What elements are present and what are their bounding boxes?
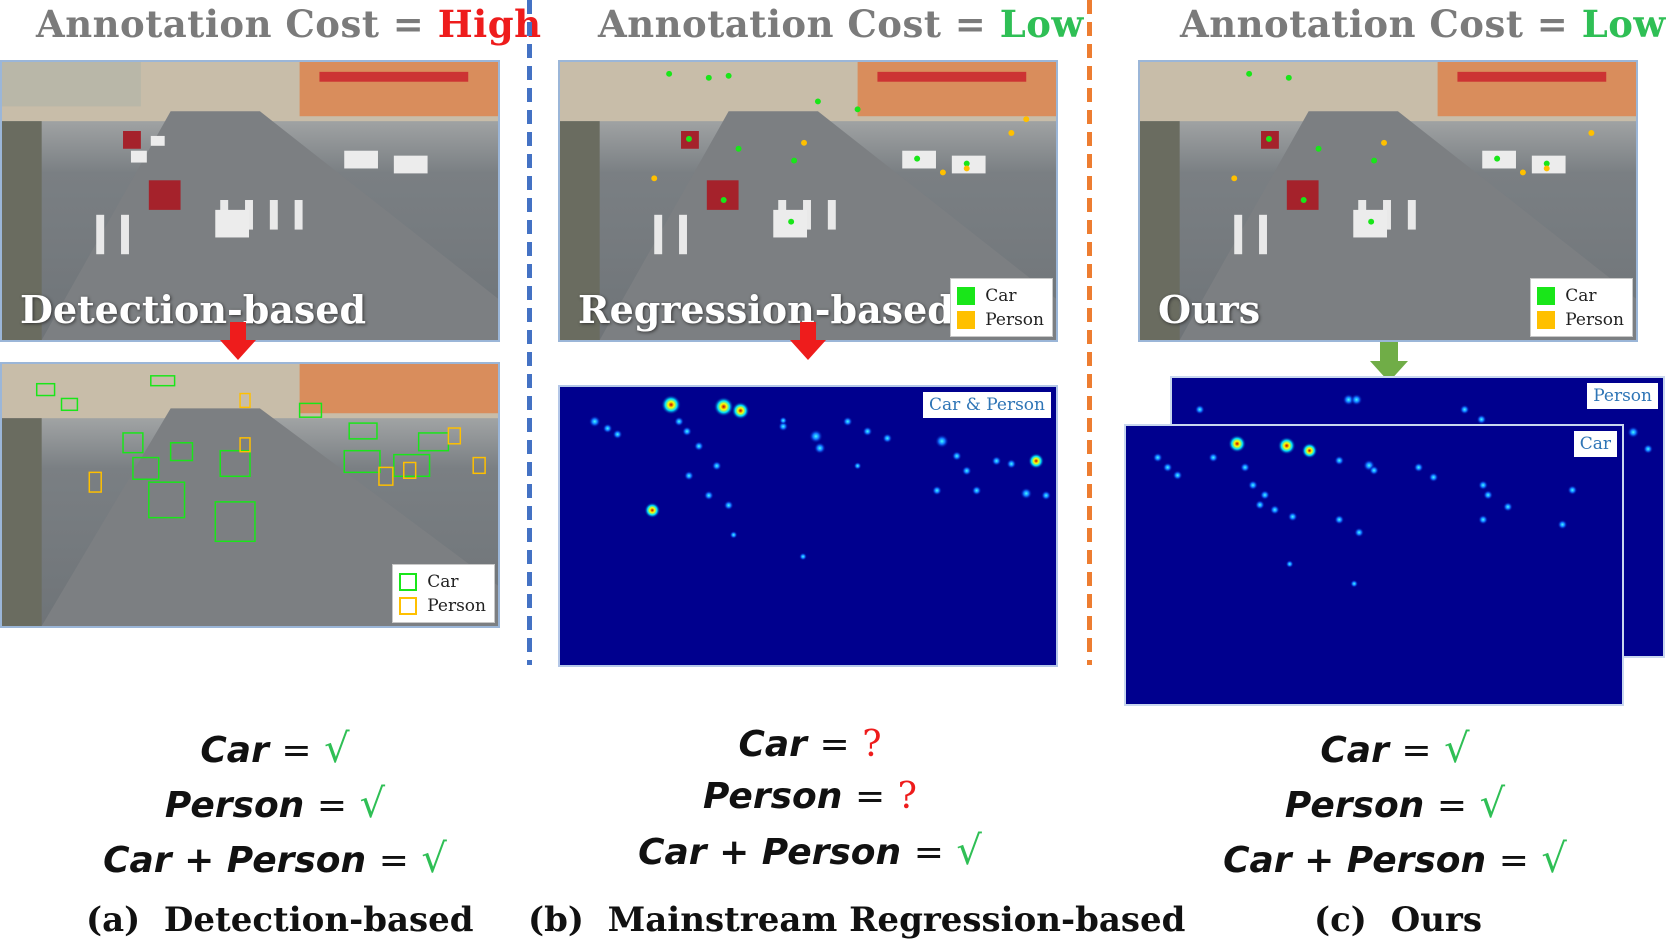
street-scene bbox=[2, 62, 498, 340]
legend-detection: Car Person bbox=[392, 564, 495, 623]
density-tag-person: Person bbox=[1587, 383, 1658, 409]
caption-c-tag: (c) bbox=[1314, 900, 1367, 940]
density-blobs bbox=[588, 394, 1052, 561]
formula-person: Person = √ bbox=[1284, 781, 1506, 827]
legend-car-label: Car bbox=[1565, 286, 1597, 306]
formula-car: Car = ? bbox=[738, 724, 882, 765]
header-regression: Annotation Cost = Low bbox=[598, 2, 1084, 46]
street-scene bbox=[1140, 62, 1636, 340]
photo-regression: Regression-based Car Person bbox=[558, 60, 1058, 342]
check-icon: √ bbox=[359, 781, 386, 827]
check-icon: √ bbox=[1479, 781, 1506, 827]
legend-row-car: Car bbox=[399, 570, 486, 594]
caption-b: (b) Mainstream Regression-based bbox=[528, 900, 1185, 940]
density-blobs bbox=[1194, 393, 1654, 454]
car-box-icon bbox=[399, 573, 418, 591]
caption-c-text: Ours bbox=[1390, 900, 1482, 940]
photo-label-ours: Ours bbox=[1158, 287, 1261, 332]
caption-a: (a) Detection-based bbox=[86, 900, 474, 940]
formula-block-a: Car = √ Person = √ Car + Person = √ bbox=[80, 726, 470, 891]
legend-car-label: Car bbox=[985, 286, 1017, 306]
density-blobs bbox=[1152, 434, 1578, 588]
person-swatch-icon bbox=[957, 311, 976, 329]
caption-a-tag: (a) bbox=[86, 900, 141, 940]
formula-person: Person = √ bbox=[164, 781, 386, 827]
legend-row-person: Person bbox=[399, 594, 486, 618]
legend-person-label: Person bbox=[1565, 310, 1624, 330]
divider-orange bbox=[1087, 0, 1092, 665]
arrow-down-green-icon bbox=[1370, 342, 1408, 382]
legend-person-label: Person bbox=[427, 596, 486, 616]
check-icon: √ bbox=[1541, 836, 1567, 882]
divider-blue bbox=[527, 0, 532, 665]
street-scene-boxes bbox=[2, 364, 498, 626]
header-regression-value: Low bbox=[999, 2, 1084, 46]
legend-row-car: Car bbox=[957, 284, 1044, 308]
header-detection-prefix: Annotation Cost = bbox=[36, 2, 438, 46]
density-tag-car-person: Car & Person bbox=[923, 392, 1051, 418]
car-swatch-icon bbox=[1537, 287, 1556, 305]
legend-regression: Car Person bbox=[950, 278, 1053, 337]
density-tag-car: Car bbox=[1573, 431, 1617, 457]
photo-detection-boxes: Car Person bbox=[0, 362, 500, 628]
arrow-down-icon bbox=[220, 322, 256, 360]
header-ours-value: Low bbox=[1581, 2, 1666, 46]
header-detection: Annotation Cost = High bbox=[36, 2, 541, 46]
formula-car: Car = √ bbox=[200, 726, 350, 772]
header-regression-prefix: Annotation Cost = bbox=[598, 2, 1000, 46]
legend-row-person: Person bbox=[957, 308, 1044, 332]
legend-row-car: Car bbox=[1537, 284, 1624, 308]
legend-ours: Car Person bbox=[1530, 278, 1633, 337]
formula-person: Person = ? bbox=[703, 776, 917, 817]
legend-car-label: Car bbox=[427, 572, 459, 592]
check-icon: √ bbox=[1444, 726, 1470, 772]
caption-c: (c) Ours bbox=[1314, 900, 1482, 940]
legend-row-person: Person bbox=[1537, 308, 1624, 332]
header-detection-value: High bbox=[437, 2, 542, 46]
person-swatch-icon bbox=[1537, 311, 1556, 329]
photo-label-regression: Regression-based bbox=[578, 287, 954, 332]
formula-block-c: Car = √ Person = √ Car + Person = √ bbox=[1195, 726, 1595, 891]
caption-a-text: Detection-based bbox=[163, 900, 474, 940]
check-icon: √ bbox=[324, 726, 350, 772]
formula-car-person: Car + Person = √ bbox=[103, 836, 447, 882]
header-ours: Annotation Cost = Low bbox=[1180, 2, 1666, 46]
person-box-icon bbox=[399, 597, 418, 615]
header-ours-prefix: Annotation Cost = bbox=[1180, 2, 1582, 46]
photo-detection: Detection-based bbox=[0, 60, 500, 342]
formula-car-person: Car + Person = √ bbox=[638, 828, 982, 874]
question-icon: ? bbox=[862, 724, 882, 765]
formula-block-b: Car = ? Person = ? Car + Person = √ bbox=[610, 724, 1010, 883]
density-map-car: Car bbox=[1124, 424, 1624, 706]
caption-b-tag: (b) bbox=[528, 900, 584, 940]
formula-car-person: Car + Person = √ bbox=[1223, 836, 1567, 882]
legend-person-label: Person bbox=[985, 310, 1044, 330]
check-icon: √ bbox=[421, 836, 447, 882]
arrow-down-icon bbox=[790, 322, 826, 360]
question-icon: ? bbox=[897, 776, 917, 817]
check-icon: √ bbox=[956, 828, 982, 874]
street-scene bbox=[560, 62, 1056, 340]
formula-car: Car = √ bbox=[1320, 726, 1470, 772]
car-swatch-icon bbox=[957, 287, 976, 305]
density-map-regression: Car & Person bbox=[558, 385, 1058, 667]
photo-ours: Ours Car Person bbox=[1138, 60, 1638, 342]
caption-b-text: Mainstream Regression-based bbox=[607, 900, 1186, 940]
photo-label-detection: Detection-based bbox=[20, 287, 367, 332]
